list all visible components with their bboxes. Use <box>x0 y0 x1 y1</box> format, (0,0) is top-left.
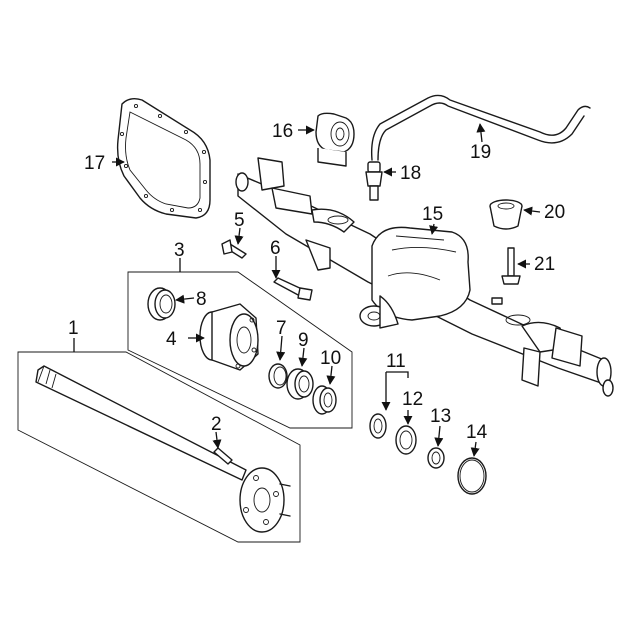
vent-hose[interactable] <box>370 94 591 161</box>
callout-2: 2 <box>211 414 222 435</box>
callout-21: 21 <box>534 254 555 275</box>
callout-18: 18 <box>400 163 421 184</box>
ring-12[interactable] <box>395 425 417 455</box>
callout-16: 16 <box>272 121 293 142</box>
callout-13: 13 <box>430 406 451 427</box>
hub-bearing-group-box <box>127 271 353 429</box>
axle-housing[interactable] <box>235 157 614 397</box>
callout-3: 3 <box>174 240 185 261</box>
bearing-9[interactable] <box>286 368 314 400</box>
callout-7: 7 <box>276 318 287 339</box>
wheel-stud[interactable] <box>213 447 233 465</box>
seal-8[interactable] <box>147 287 176 321</box>
differential-cover[interactable] <box>116 97 211 219</box>
bolt-5[interactable] <box>221 239 247 259</box>
callout-4: 4 <box>166 329 177 350</box>
callout-19: 19 <box>470 142 491 163</box>
axle-shaft-group-box <box>17 351 301 543</box>
bolt-6[interactable] <box>273 277 313 301</box>
axle-shaft[interactable] <box>35 365 291 533</box>
callout-11: 11 <box>386 351 406 372</box>
callout-12: 12 <box>402 389 423 410</box>
callout-20: 20 <box>544 202 565 223</box>
bolt-21[interactable] <box>501 247 521 285</box>
callout-10: 10 <box>320 348 341 369</box>
plug[interactable] <box>489 199 523 230</box>
callout-8: 8 <box>196 289 207 310</box>
snap-ring-7[interactable] <box>268 363 288 389</box>
hub-assembly[interactable] <box>199 303 259 371</box>
callout-15: 15 <box>422 204 443 225</box>
callout-6: 6 <box>270 238 281 259</box>
shim-11[interactable] <box>369 413 387 439</box>
vent-fitting[interactable] <box>365 161 383 201</box>
seal-10[interactable] <box>312 385 337 415</box>
axle-bumper[interactable] <box>315 112 355 167</box>
o-ring-14[interactable] <box>457 457 487 495</box>
callout-17: 17 <box>84 153 105 174</box>
seal-13[interactable] <box>427 447 445 469</box>
callout-1: 1 <box>68 318 79 339</box>
callout-labels: 1 2 3 4 5 6 7 8 9 10 11 12 13 14 15 16 1… <box>68 121 565 443</box>
callout-5: 5 <box>234 210 245 231</box>
leader-lines <box>73 123 541 457</box>
callout-14: 14 <box>466 422 488 443</box>
callout-9: 9 <box>298 330 309 351</box>
